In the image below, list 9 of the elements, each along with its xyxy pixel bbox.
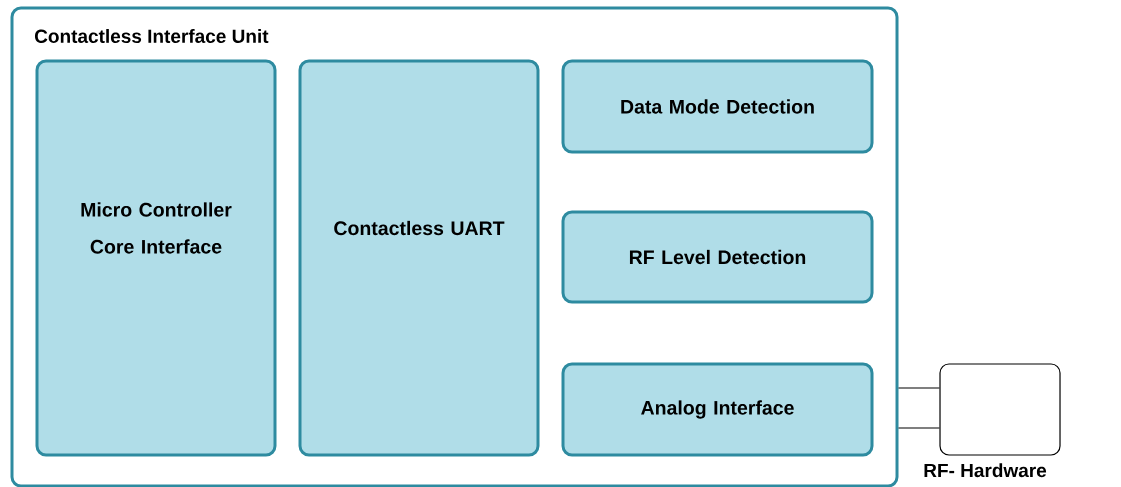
hardware-box: RF- Hardware	[924, 363, 1061, 478]
node-label: RF- Hardware	[924, 463, 1047, 478]
process-box: Data Mode Detection	[561, 59, 874, 154]
process-box: Contactless UART	[298, 59, 540, 457]
connector-line	[897, 427, 940, 429]
connector-line	[897, 387, 940, 389]
process-box: Micro Controller Core Interface	[35, 59, 277, 457]
process-box: RF Level Detection	[561, 210, 874, 304]
process-box: Analog Interface	[561, 362, 874, 457]
